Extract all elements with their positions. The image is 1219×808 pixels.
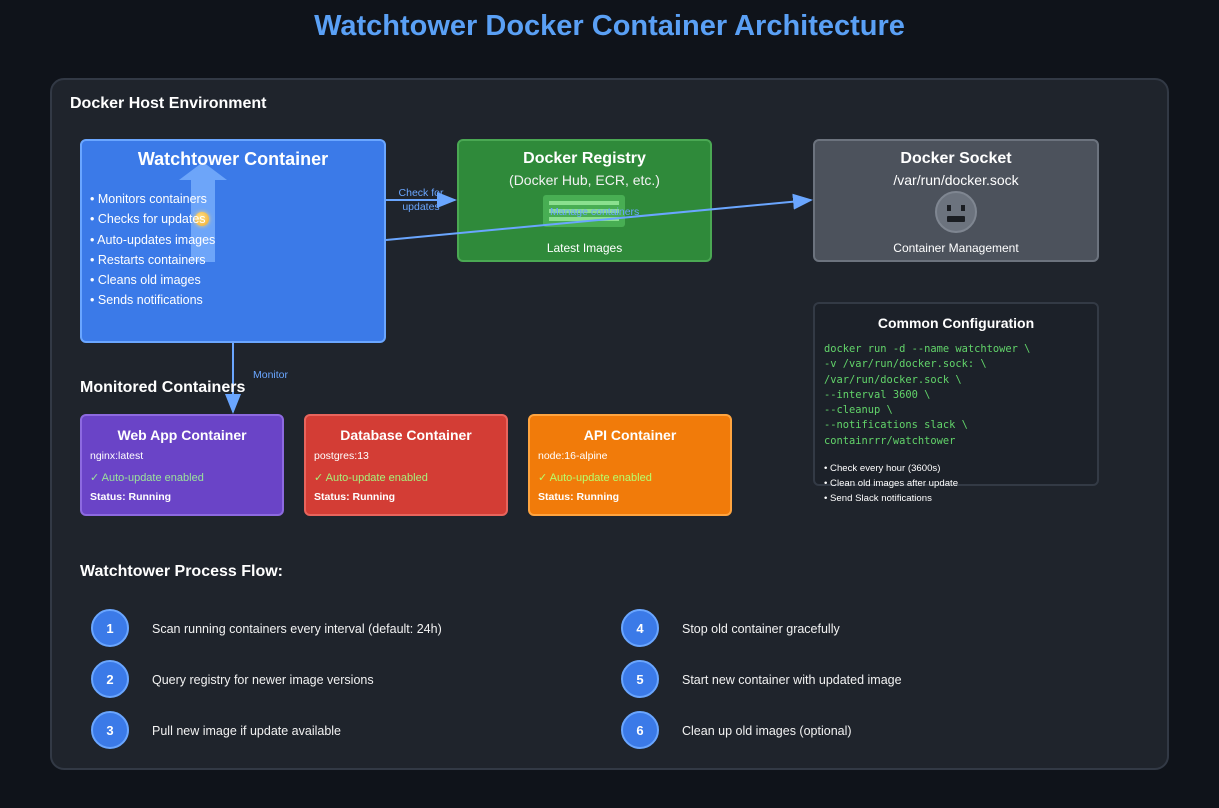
feature-item: Checks for updates [90, 209, 215, 229]
process-flow-label: Watchtower Process Flow: [80, 563, 283, 580]
step-text: Clean up old images (optional) [682, 724, 852, 738]
code-line: --cleanup \ [824, 404, 893, 417]
code-line: containrrr/watchtower [824, 434, 956, 447]
container-image: postgres:13 [314, 450, 369, 462]
container-status: Status: Running [314, 491, 396, 503]
manage-containers-label: Manage containers [550, 206, 640, 218]
config-panel [813, 302, 1099, 486]
feature-item: Cleans old images [90, 270, 215, 290]
registry-title: Docker Registry [523, 150, 646, 167]
container-status: Status: Running [90, 491, 172, 503]
step-number: 1 [91, 609, 129, 647]
feature-item: Monitors containers [90, 189, 215, 209]
check-updates-label: Check for updates [398, 187, 444, 213]
container-title: Database Container [340, 427, 472, 443]
socket-title: Docker Socket [900, 150, 1012, 167]
watchtower-feature-list: Monitors containers Checks for updates A… [90, 189, 215, 311]
code-line: /var/run/docker.sock \ [824, 373, 962, 386]
code-line: -v /var/run/docker.sock: \ [824, 358, 987, 371]
web-app-container-box [80, 414, 284, 516]
auto-update-status: ✓ Auto-update enabled [314, 472, 428, 484]
config-note: Clean old images after update [824, 476, 958, 491]
step-number: 2 [91, 660, 129, 698]
feature-item: Auto-updates images [90, 230, 215, 250]
step-text: Stop old container gracefully [682, 622, 840, 636]
auto-update-status: ✓ Auto-update enabled [90, 472, 204, 484]
config-title: Common Configuration [877, 315, 1035, 331]
step-number: 6 [621, 711, 659, 749]
registry-subtitle: (Docker Hub, ECR, etc.) [509, 172, 660, 188]
host-label: Docker Host Environment [70, 95, 267, 112]
container-image: nginx:latest [90, 450, 144, 462]
config-notes: Check every hour (3600s) Clean old image… [824, 461, 958, 506]
step-number: 5 [621, 660, 659, 698]
config-code: docker run -d --name watchtower \ -v /var… [824, 342, 1030, 449]
container-title: Web App Container [117, 427, 247, 443]
code-line: --interval 3600 \ [824, 388, 931, 401]
feature-item: Restarts containers [90, 250, 215, 270]
auto-update-status: ✓ Auto-update enabled [538, 472, 652, 484]
monitor-label: Monitor [253, 369, 289, 381]
config-note: Send Slack notifications [824, 491, 958, 506]
step-number: 4 [621, 609, 659, 647]
container-status: Status: Running [538, 491, 620, 503]
step-text: Scan running containers every interval (… [152, 622, 442, 636]
manage-containers-arrow [385, 193, 813, 241]
registry-footer: Latest Images [546, 241, 623, 255]
code-line: --notifications slack \ [824, 419, 968, 432]
feature-item: Sends notifications [90, 290, 215, 310]
container-image: node:16-alpine [538, 450, 608, 462]
socket-icon [935, 191, 977, 233]
step-number: 3 [91, 711, 129, 749]
diagram-title: Watchtower Docker Container Architecture [314, 10, 905, 42]
step-text: Pull new image if update available [152, 724, 342, 738]
api-container-box [528, 414, 732, 516]
watchtower-title: Watchtower Container [137, 149, 329, 169]
code-line: docker run -d --name watchtower \ [824, 343, 1031, 355]
monitored-containers-label: Monitored Containers [80, 379, 246, 396]
container-title: API Container [583, 427, 677, 443]
socket-path: /var/run/docker.sock [893, 172, 1019, 188]
step-text: Query registry for newer image versions [152, 673, 374, 687]
database-container-box [304, 414, 508, 516]
step-text: Start new container with updated image [682, 673, 902, 687]
config-note: Check every hour (3600s) [824, 461, 958, 476]
socket-footer: Container Management [893, 241, 1019, 255]
